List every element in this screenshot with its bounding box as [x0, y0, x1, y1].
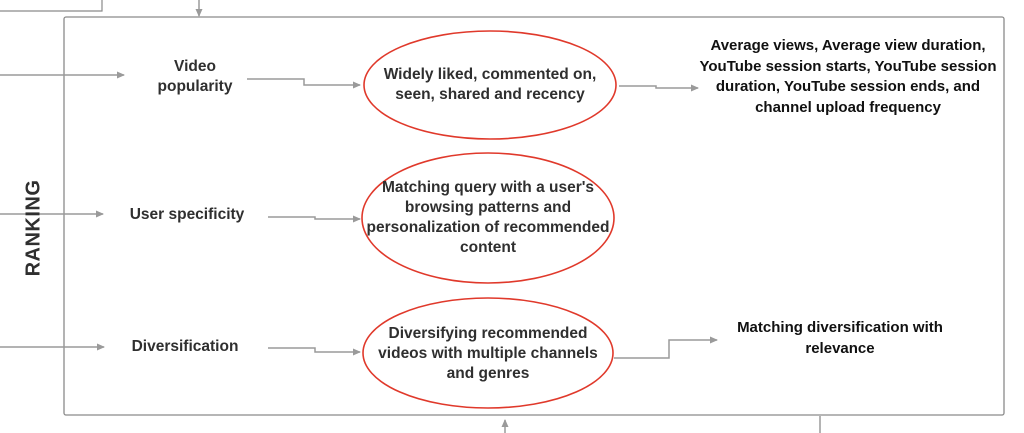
upper-box-fragment [0, 0, 103, 12]
criterion-text-popularity: Widely liked, commented on, seen, shared… [383, 66, 597, 103]
criterion-text-user-specificity: Matching query with a user's browsing pa… [366, 179, 610, 256]
outcome-popularity: Average views, Average view duration, Yo… [699, 37, 997, 116]
ranking-label: RANKING [22, 179, 45, 277]
factor-diversification: Diversification [131, 338, 239, 355]
factor-user-specificity: User specificity [129, 206, 245, 223]
criterion-ellipse-popularity [363, 30, 617, 140]
criterion-ellipse-user-specificity [361, 152, 615, 284]
connector-video-popularity [247, 78, 361, 89]
connector-diversification [268, 347, 361, 356]
connector-popularity-outcome [619, 84, 699, 92]
connector-diversification-outcome [614, 336, 718, 359]
factor-video-popularity: Video popularity [157, 58, 233, 95]
criterion-ellipse-diversification [362, 297, 614, 409]
criterion-text-diversification: Diversifying recommended videos with mul… [378, 325, 598, 382]
connector-user-specificity [268, 215, 361, 223]
ranking-frame [63, 16, 1005, 416]
outcome-diversification: Matching diversification with relevance [737, 319, 943, 357]
